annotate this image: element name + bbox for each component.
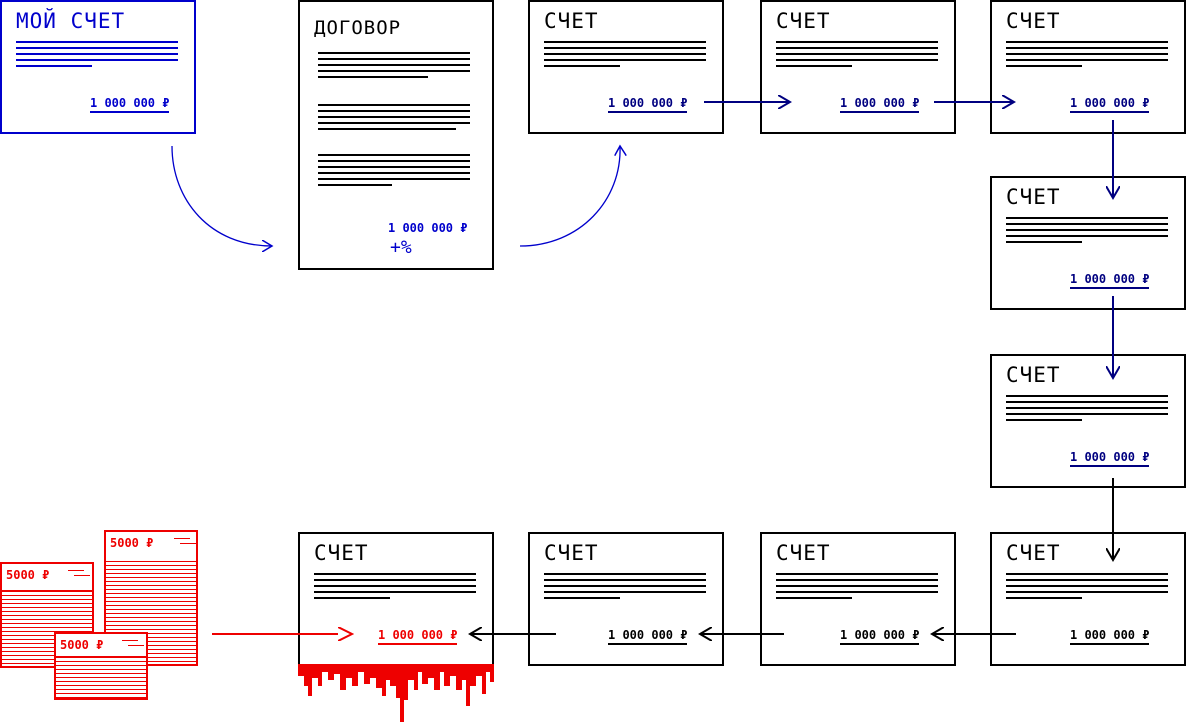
- invoice-amount: 1 000 000 ₽: [1070, 272, 1150, 289]
- invoice-card-top-1: СЧЕТ 1 000 000 ₽: [528, 0, 724, 134]
- invoice-title: СЧЕТ: [776, 9, 831, 33]
- invoice-text-lines: [544, 573, 706, 603]
- my-account-title: МОЙ СЧЕТ: [16, 9, 126, 33]
- invoice-title: СЧЕТ: [1006, 541, 1061, 565]
- invoice-card-bottom-4: СЧЕТ 1 000 000 ₽: [990, 532, 1186, 666]
- invoice-amount-red: 1 000 000 ₽: [378, 628, 458, 645]
- contract-amount: 1 000 000 ₽: [388, 221, 468, 235]
- contract-paragraph-3: [318, 154, 470, 190]
- cash-stack-front: 5000 ₽: [54, 632, 148, 700]
- my-account-card: МОЙ СЧЕТ 1 000 000 ₽: [0, 0, 196, 134]
- invoice-card-bottom-3: СЧЕТ 1 000 000 ₽: [760, 532, 956, 666]
- invoice-card-bottom-1: СЧЕТ 1 000 000 ₽: [298, 532, 494, 666]
- invoice-title: СЧЕТ: [1006, 363, 1061, 387]
- contract-paragraph-2: [318, 104, 470, 134]
- invoice-amount: 1 000 000 ₽: [1070, 450, 1150, 467]
- arrow-contract-to-invoice: [519, 146, 620, 247]
- invoice-text-lines: [544, 41, 706, 71]
- cash-mark: [128, 645, 144, 646]
- cash-denomination: 5000 ₽: [6, 568, 50, 582]
- invoice-text-lines: [314, 573, 476, 603]
- invoice-title: СЧЕТ: [544, 9, 599, 33]
- invoice-amount: 1 000 000 ₽: [608, 628, 688, 645]
- invoice-title: СЧЕТ: [544, 541, 599, 565]
- contract-paragraph-1: [318, 52, 470, 82]
- invoice-text-lines: [1006, 41, 1168, 71]
- invoice-amount: 1 000 000 ₽: [840, 628, 920, 645]
- invoice-amount: 1 000 000 ₽: [608, 96, 688, 113]
- contract-title: ДОГОВОР: [314, 17, 402, 39]
- my-account-amount: 1 000 000 ₽: [90, 96, 170, 113]
- invoice-card-top-2: СЧЕТ 1 000 000 ₽: [760, 0, 956, 134]
- invoice-amount: 1 000 000 ₽: [1070, 628, 1150, 645]
- invoice-title: СЧЕТ: [1006, 9, 1061, 33]
- invoice-text-lines: [776, 41, 938, 71]
- invoice-title: СЧЕТ: [314, 541, 369, 565]
- invoice-text-lines: [1006, 217, 1168, 247]
- cash-mark: [68, 570, 84, 571]
- invoice-title: СЧЕТ: [1006, 185, 1061, 209]
- invoice-card-right-1: СЧЕТ 1 000 000 ₽: [990, 176, 1186, 310]
- arrow-account-to-contract: [171, 145, 272, 246]
- invoice-amount: 1 000 000 ₽: [1070, 96, 1150, 113]
- invoice-text-lines: [776, 573, 938, 603]
- cash-mark: [74, 575, 90, 576]
- contract-card: ДОГОВОР 1 000 000 ₽ +%: [298, 0, 494, 270]
- contract-interest: +%: [390, 237, 412, 258]
- invoice-text-lines: [1006, 573, 1168, 603]
- my-account-text-lines: [16, 41, 178, 71]
- invoice-title: СЧЕТ: [776, 541, 831, 565]
- invoice-amount: 1 000 000 ₽: [840, 96, 920, 113]
- cash-denomination: 5000 ₽: [110, 536, 154, 550]
- invoice-card-right-2: СЧЕТ 1 000 000 ₽: [990, 354, 1186, 488]
- cash-mark: [122, 640, 138, 641]
- cash-mark: [174, 538, 190, 539]
- invoice-card-bottom-2: СЧЕТ 1 000 000 ₽: [528, 532, 724, 666]
- cash-mark: [180, 543, 196, 544]
- invoice-card-top-3: СЧЕТ 1 000 000 ₽: [990, 0, 1186, 134]
- invoice-text-lines: [1006, 395, 1168, 425]
- red-drip-decoration: [298, 664, 494, 722]
- cash-denomination: 5000 ₽: [60, 638, 104, 652]
